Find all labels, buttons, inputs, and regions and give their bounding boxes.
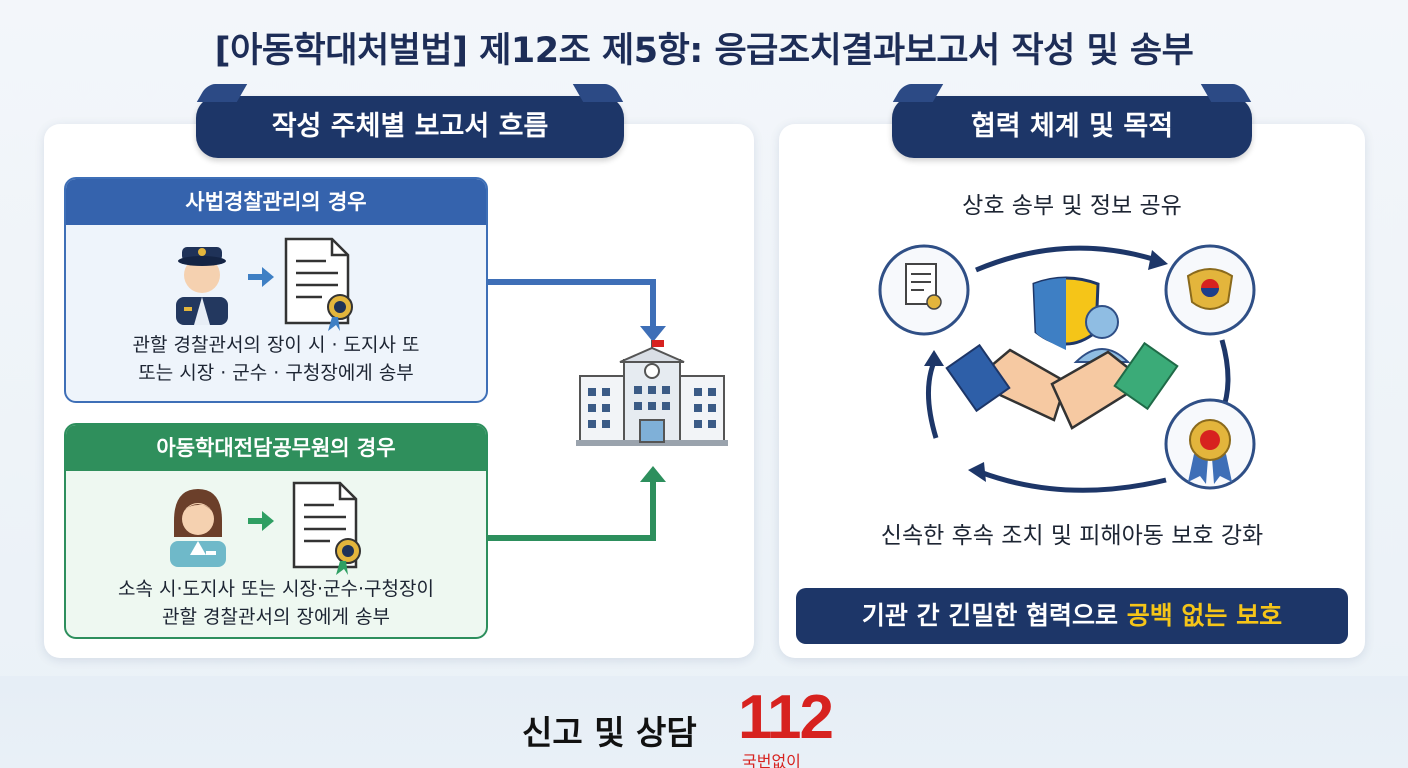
protection-label: 신속한 후속 조치 및 피해아동 보호 강화: [880, 523, 1264, 549]
cooperation-ribbon: 협력 체계 및 목적: [892, 96, 1252, 158]
report-document-icon: [292, 481, 361, 575]
hotline-label: 신고 및 상담: [522, 713, 697, 752]
police-case-header: 사법경찰관리의 경우: [66, 179, 486, 225]
flow-connectors: [488, 279, 666, 541]
hotline-footer: 신고 및 상담 112 국번없이: [0, 676, 1408, 768]
arrow-right-icon: [248, 511, 274, 531]
official-woman-icon: [170, 489, 226, 567]
police-officer-icon: [176, 247, 228, 325]
handshake-shield-icon: [945, 276, 1179, 430]
official-case-header: 아동학대전담공무원의 경우: [66, 425, 486, 471]
cooperation-banner: 기관 간 긴밀한 협력으로 공백 없는 보호: [796, 588, 1348, 644]
hotline-number: 112: [738, 683, 834, 752]
mutual-sharing-label: 상호 송부 및 정보 공유: [962, 193, 1182, 219]
police-case-box: 사법경찰관리의 경우 관할 경찰관서의 장이 시 · 도지사 또 또는 시장 ·…: [64, 177, 488, 403]
hotline-sub: 국번없이: [742, 752, 801, 768]
government-building-icon: [576, 340, 728, 446]
cooperation-cycle: [878, 244, 1256, 493]
report-document-icon: [284, 237, 353, 331]
official-case-box: 아동학대전담공무원의 경우 소속 시·도지사 또는 시장·군수·구청장이 관할 …: [64, 423, 488, 639]
banner-highlight: 공백 없는 보호: [1126, 601, 1283, 630]
arrow-right-icon: [248, 267, 274, 287]
report-flow-ribbon: 작성 주체별 보고서 흐름: [196, 96, 624, 158]
cooperation-content: 상호 송부 및 정보 공유 신속한 후속 조치 및 피해아동 보호 강화: [779, 124, 1365, 658]
police-case-text: 관할 경찰관서의 장이 시 · 도지사 또 또는 시장 · 군수 · 구청장에게…: [132, 334, 420, 384]
page-title: [아동학대처벌법] 제12조 제5항: 응급조치결과보고서 작성 및 송부: [214, 31, 1194, 71]
official-case-text: 소속 시·도지사 또는 시장·군수·구청장이 관할 경찰관서의 장에게 송부: [118, 578, 434, 628]
